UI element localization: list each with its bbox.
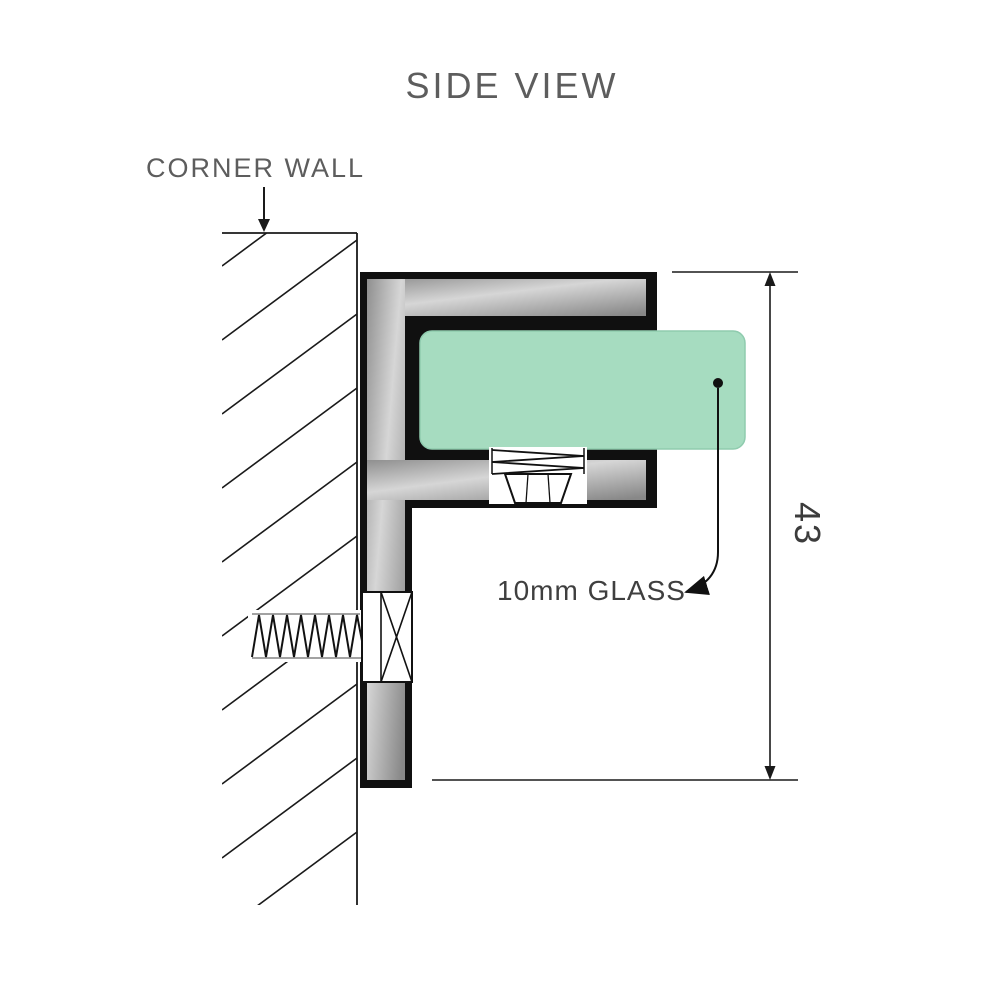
wall-screw bbox=[248, 591, 413, 683]
leader-dot bbox=[713, 378, 723, 388]
dimension-arrow-down-icon bbox=[764, 766, 776, 780]
corner-wall-label: CORNER WALL bbox=[146, 153, 365, 183]
dimension-value: 43 bbox=[787, 502, 828, 546]
bracket-spine bbox=[367, 279, 405, 780]
bracket-top-arm bbox=[367, 279, 646, 316]
wall-line bbox=[222, 232, 358, 905]
glass-leader bbox=[684, 378, 723, 595]
screw-head-section bbox=[361, 591, 413, 683]
grub-screw bbox=[489, 447, 587, 504]
corner-wall-arrow bbox=[258, 187, 270, 232]
glass-panel bbox=[419, 330, 746, 450]
wall-hatching bbox=[222, 233, 357, 905]
leader-line bbox=[684, 388, 719, 595]
dimension-arrow-up-icon bbox=[764, 272, 776, 286]
dimension-43 bbox=[432, 271, 798, 781]
glass-label: 10mm GLASS bbox=[497, 575, 686, 606]
screw-thread bbox=[251, 614, 364, 658]
grub-screw-body bbox=[503, 473, 573, 504]
diagram-title: SIDE VIEW bbox=[405, 65, 618, 106]
arrow-down-icon bbox=[258, 219, 270, 232]
